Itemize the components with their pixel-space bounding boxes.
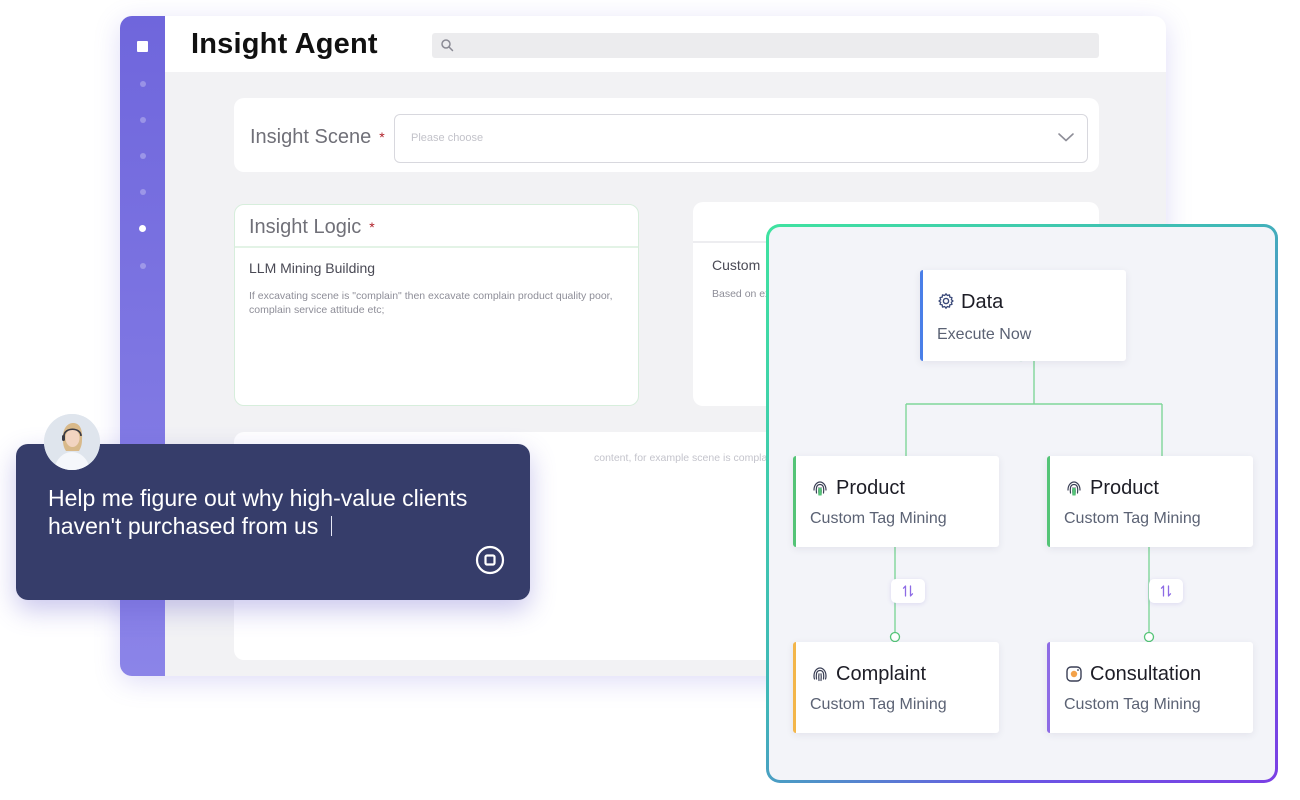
avatar: [44, 414, 100, 470]
flow-node-subtitle: Custom Tag Mining: [810, 510, 947, 527]
insight-scene-panel: Insight Scene * Please choose: [234, 98, 1099, 172]
chat-message-text: Help me figure out why high-value client…: [48, 485, 468, 539]
flow-canvas: Data Execute Now Product Custom Tag Mini…: [769, 227, 1275, 780]
flow-node-subtitle: Custom Tag Mining: [810, 696, 947, 713]
top-bar: Insight Agent: [165, 16, 1166, 72]
swap-vertical-icon: [902, 585, 914, 597]
insight-scene-label-text: Insight Scene: [250, 126, 372, 148]
swap-order-button-right[interactable]: [1149, 579, 1183, 603]
flow-node-title: Product: [836, 477, 905, 499]
insight-logic-label-text: Insight Logic: [249, 216, 362, 238]
flow-node-title: Product: [1090, 477, 1159, 499]
connector-dot: [1143, 631, 1155, 643]
flow-node-subtitle: Custom Tag Mining: [1064, 696, 1201, 713]
custom-panel-subtitle: Custom: [712, 257, 761, 273]
flow-node-complaint[interactable]: Complaint Custom Tag Mining: [793, 642, 999, 733]
app-logo-icon[interactable]: [137, 41, 148, 52]
flow-node-consultation[interactable]: Consultation Custom Tag Mining: [1047, 642, 1253, 733]
chevron-down-icon: [1058, 133, 1074, 142]
instagram-icon: [1066, 666, 1082, 682]
chat-message-bubble: Help me figure out why high-value client…: [16, 444, 530, 600]
flow-card: Data Execute Now Product Custom Tag Mini…: [766, 224, 1278, 783]
flow-node-title: Consultation: [1090, 663, 1202, 685]
flow-node-product-left[interactable]: Product Custom Tag Mining: [793, 456, 999, 547]
insight-scene-label: Insight Scene *: [250, 126, 385, 149]
chat-message[interactable]: Help me figure out why high-value client…: [48, 484, 518, 540]
swap-vertical-icon: [1160, 585, 1172, 597]
nav-dot-1[interactable]: [140, 81, 146, 87]
connector-dot: [889, 631, 901, 643]
required-mark: *: [369, 219, 375, 235]
app-title: Insight Agent: [191, 28, 378, 60]
nav-dot-4[interactable]: [140, 189, 146, 195]
fingerprint-icon: [813, 667, 827, 682]
flow-node-subtitle: Custom Tag Mining: [1064, 510, 1201, 527]
nav-dot-active[interactable]: [139, 225, 146, 232]
insight-scene-placeholder: Please choose: [411, 132, 484, 144]
insight-logic-panel[interactable]: Insight Logic * LLM Mining Building If ex…: [234, 204, 639, 406]
search-input[interactable]: [432, 33, 1099, 58]
flow-node-title: Complaint: [836, 663, 927, 685]
flow-node-data[interactable]: Data Execute Now: [920, 270, 1126, 361]
flow-node-subtitle: Execute Now: [937, 326, 1032, 343]
nav-dot-3[interactable]: [140, 153, 146, 159]
insight-logic-subtitle: LLM Mining Building: [249, 260, 376, 276]
fingerprint-icon: [813, 481, 827, 496]
swap-order-button-left[interactable]: [891, 579, 925, 603]
nav-dot-2[interactable]: [140, 117, 146, 123]
nav-dot-6[interactable]: [140, 263, 146, 269]
insight-logic-description: If excavating scene is "complain" then e…: [249, 290, 613, 316]
insight-scene-select[interactable]: Please choose: [394, 114, 1088, 163]
search-icon: [441, 39, 454, 52]
flow-node-title: Data: [961, 291, 1004, 313]
insight-logic-header: Insight Logic *: [235, 205, 638, 248]
stop-circle-icon[interactable]: [475, 545, 505, 575]
fingerprint-icon: [1067, 481, 1081, 496]
text-cursor: [331, 516, 333, 536]
flow-node-product-right[interactable]: Product Custom Tag Mining: [1047, 456, 1253, 547]
avatar-portrait: [44, 414, 100, 470]
required-mark: *: [379, 129, 385, 145]
gear-icon: [938, 293, 954, 309]
insight-logic-label: Insight Logic *: [249, 216, 375, 239]
